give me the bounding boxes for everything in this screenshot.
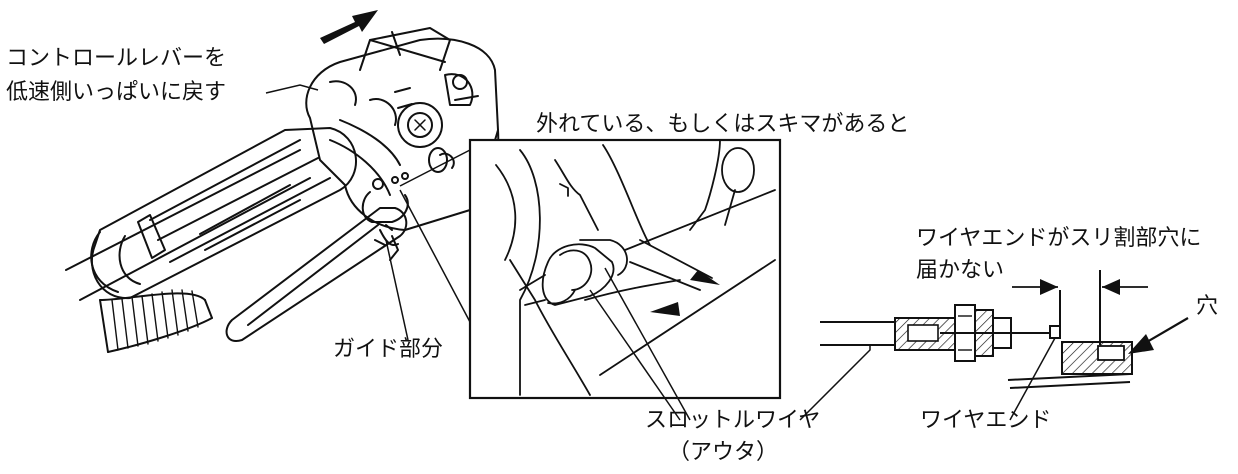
hand-grip (90, 127, 357, 300)
control-housing (305, 27, 500, 231)
wire-cross-section (799, 270, 1189, 421)
gap-indicator-arrows-icon (650, 270, 720, 316)
detached-or-gap-label: 外れている、もしくはスキマがあると (536, 112, 910, 137)
coiled-hose (99, 289, 213, 353)
control-lever-label-line2: 低速側いっぱいに戻す (6, 80, 227, 105)
control-lever-label-line1: コントロールレバーを (6, 46, 227, 71)
hole-label: 穴 (1196, 294, 1219, 319)
handle-assembly (65, 27, 500, 353)
throttle-wire-label-line1: スロットルワイヤ (645, 408, 821, 433)
wire-end-label: ワイヤエンド (920, 408, 1052, 433)
detail-inset (468, 138, 782, 400)
arrow-right-up-icon (320, 10, 378, 44)
throttle-wire-label-line2: （アウタ） (668, 440, 779, 465)
callout-wedge (399, 149, 471, 323)
leader-lines-handle (265, 84, 409, 341)
wire-end-hole-label-line2: 届かない (916, 258, 1005, 283)
arrow-pointer-icon (1128, 317, 1189, 354)
wire-end-hole-label-line1: ワイヤエンドがスリ割部穴に (916, 226, 1202, 251)
throttle-lever (225, 172, 409, 342)
leader-throttle-wire (589, 267, 691, 421)
guide-part-label: ガイド部分 (333, 337, 444, 362)
gap-dimension-arrows-icon (1012, 279, 1148, 295)
